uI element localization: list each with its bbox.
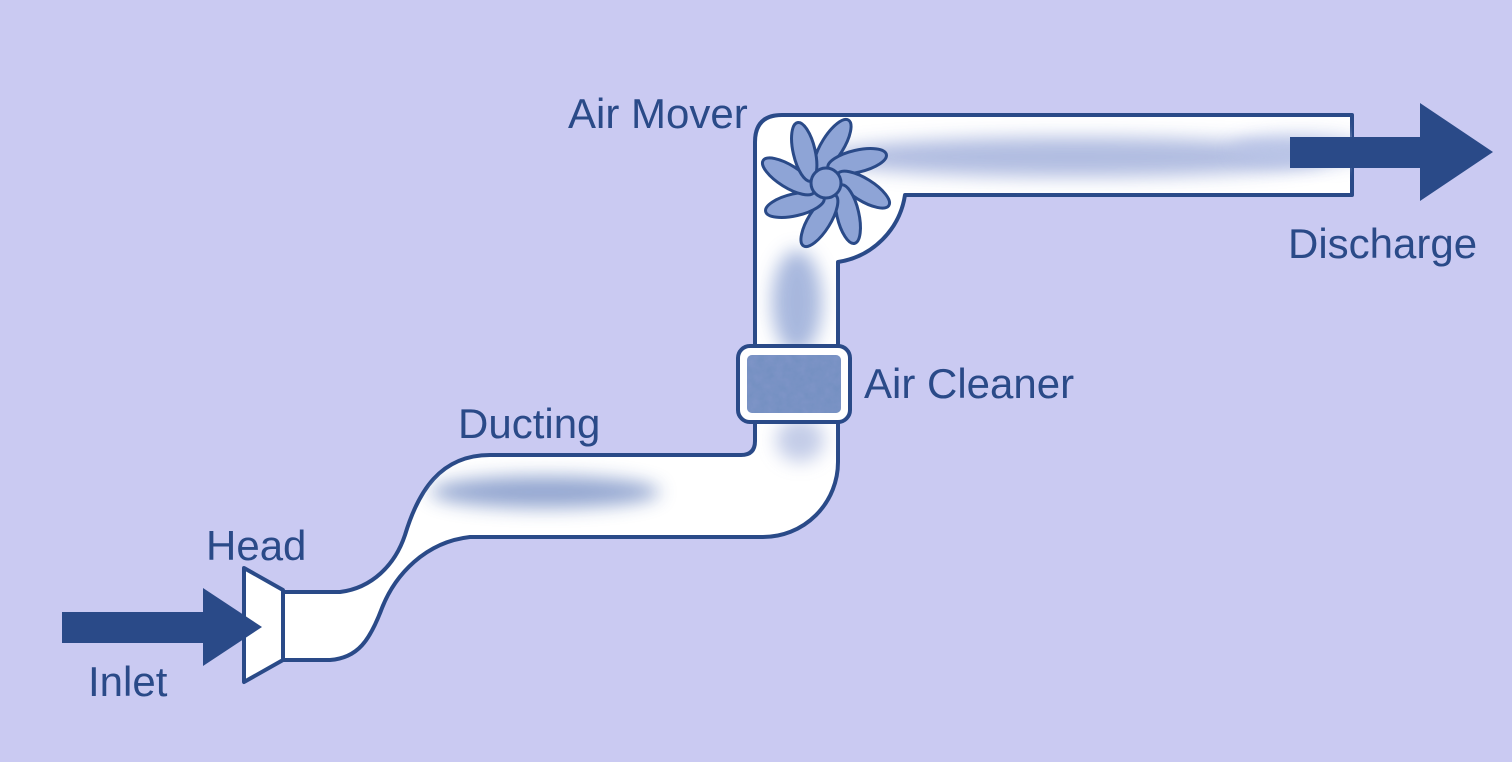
- label-ducting: Ducting: [458, 400, 600, 447]
- label-discharge: Discharge: [1288, 220, 1477, 267]
- fan-icon: [760, 117, 892, 249]
- air-cleaner-filter-texture: [747, 355, 841, 413]
- airflow-shading-lower: [430, 420, 824, 508]
- air-cleaner: [736, 344, 852, 424]
- fan-hub: [809, 166, 843, 200]
- label-head: Head: [206, 522, 306, 569]
- label-inlet: Inlet: [88, 658, 168, 705]
- label-air-mover: Air Mover: [568, 90, 748, 137]
- hood-shape: [242, 566, 285, 684]
- discharge-arrow-icon: [1290, 103, 1493, 201]
- label-air-cleaner: Air Cleaner: [864, 360, 1074, 407]
- inlet-arrow-icon: [62, 588, 262, 666]
- duct-lower-run: [281, 418, 840, 662]
